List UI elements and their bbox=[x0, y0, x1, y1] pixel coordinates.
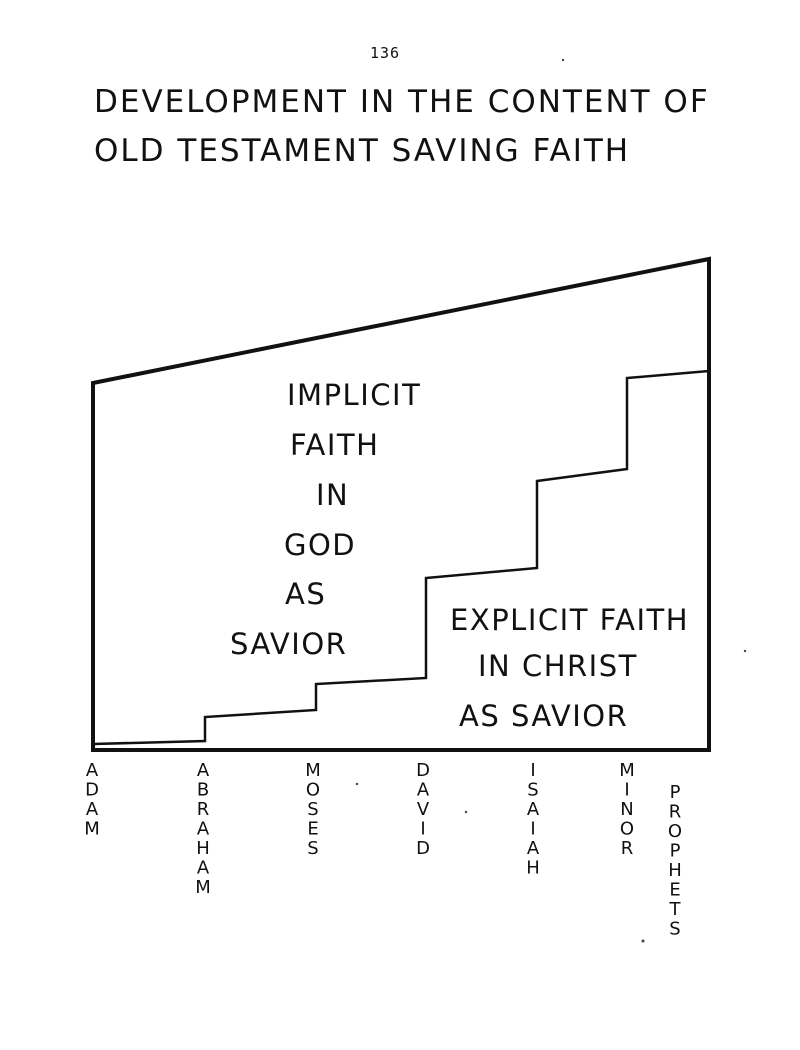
title-line-1: DEVELOPMENT IN THE CONTENT OF bbox=[94, 84, 710, 120]
implicit-line: SAVIOR bbox=[230, 627, 347, 661]
timeline-letter: A bbox=[86, 760, 99, 781]
timeline-letter: R bbox=[197, 799, 210, 820]
timeline-letter: R bbox=[621, 838, 634, 859]
timeline-letter: A bbox=[197, 858, 210, 879]
speck bbox=[561, 58, 565, 62]
timeline-letter: A bbox=[417, 780, 430, 801]
timeline-letter: S bbox=[307, 838, 318, 859]
timeline-letter: H bbox=[196, 838, 210, 859]
speck bbox=[743, 649, 747, 653]
timeline-letter: D bbox=[416, 760, 430, 781]
timeline-letter: A bbox=[197, 760, 210, 781]
timeline-letter: T bbox=[669, 899, 682, 920]
page-number: 136 bbox=[369, 44, 401, 62]
timeline-letter: D bbox=[416, 838, 430, 859]
timeline-letter: O bbox=[306, 780, 320, 801]
timeline-letter: I bbox=[624, 780, 629, 801]
timeline-letter: S bbox=[307, 799, 318, 820]
timeline-letter: N bbox=[620, 799, 633, 820]
timeline-letter: D bbox=[85, 780, 99, 801]
timeline-letter: A bbox=[86, 799, 99, 820]
implicit-line: GOD bbox=[284, 528, 356, 562]
speck bbox=[641, 939, 645, 943]
timeline-letter: B bbox=[197, 780, 209, 801]
explicit-line: EXPLICIT FAITH bbox=[450, 603, 689, 637]
staircase-boundary bbox=[92, 369, 710, 746]
timeline-letter: R bbox=[669, 802, 682, 823]
timeline-letter: A bbox=[527, 838, 540, 859]
timeline-letter: M bbox=[84, 819, 100, 840]
timeline-letter: M bbox=[195, 877, 211, 898]
timeline-letter: E bbox=[669, 880, 680, 901]
timeline-letter: I bbox=[530, 819, 535, 840]
speck bbox=[355, 782, 359, 786]
explicit-line: IN CHRIST bbox=[478, 649, 638, 683]
explicit-faith-label: EXPLICIT FAITH IN CHRIST AS SAVIOR bbox=[450, 603, 689, 733]
implicit-line: AS bbox=[285, 577, 326, 611]
implicit-line: IMPLICIT bbox=[287, 378, 421, 412]
timeline-letter: V bbox=[417, 799, 430, 820]
implicit-line: IN bbox=[316, 478, 349, 512]
implicit-faith-label: IMPLICIT FAITH IN GOD AS SAVIOR bbox=[230, 378, 421, 661]
timeline-letter: A bbox=[197, 819, 210, 840]
speck bbox=[464, 810, 468, 814]
timeline-letter: S bbox=[669, 919, 680, 940]
timeline-letter: O bbox=[668, 821, 682, 842]
timeline-letter: O bbox=[620, 819, 634, 840]
timeline-letter: I bbox=[530, 760, 535, 781]
outer-frame bbox=[91, 256, 711, 752]
timeline-letter: P bbox=[670, 841, 681, 862]
timeline-letter: E bbox=[307, 819, 318, 840]
timeline-letter: H bbox=[526, 858, 540, 879]
implicit-line: FAITH bbox=[290, 428, 379, 462]
timeline-letter: H bbox=[668, 860, 682, 881]
timeline-letter: M bbox=[619, 760, 635, 781]
title-line-2: OLD TESTAMENT SAVING FAITH bbox=[94, 133, 631, 169]
timeline-letter: P bbox=[670, 782, 681, 803]
timeline-letter: M bbox=[305, 760, 321, 781]
explicit-line: AS SAVIOR bbox=[459, 699, 628, 733]
timeline-letter: I bbox=[420, 819, 425, 840]
timeline-letter: A bbox=[527, 799, 540, 820]
timeline-letter: S bbox=[527, 780, 538, 801]
